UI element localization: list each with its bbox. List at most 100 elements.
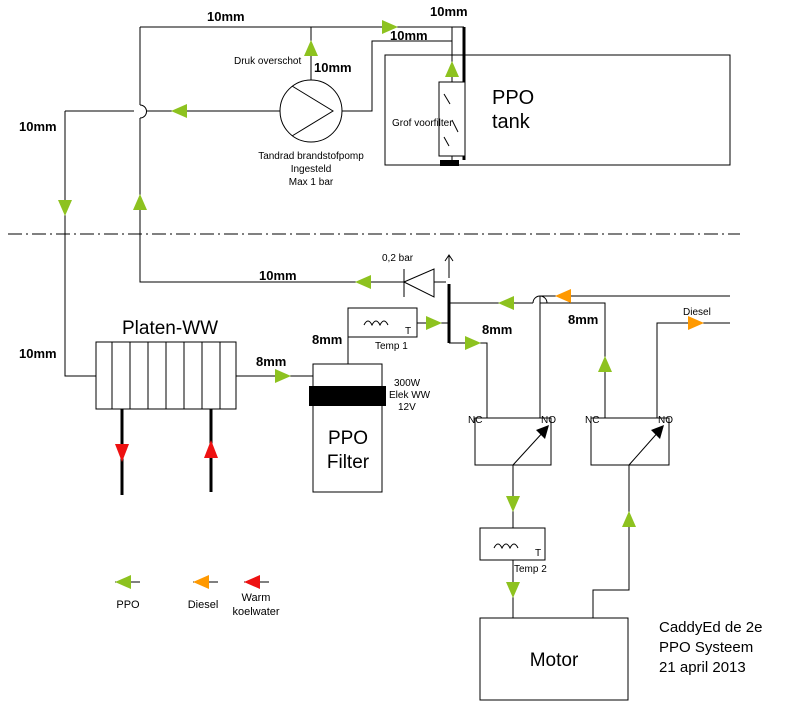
ppo-arrow-motor-return	[622, 511, 636, 527]
label-tank: tank	[492, 111, 531, 133]
label-filter: Filter	[327, 452, 370, 473]
valve2-switch-head	[651, 425, 664, 439]
label-valve2-no: NO	[658, 415, 673, 426]
ppo-arrow-valve1-out	[506, 496, 520, 512]
credit-date: 21 april 2013	[659, 659, 746, 676]
temp1-sensor	[347, 307, 418, 338]
label-right-8mm: 8mm	[568, 312, 598, 327]
flow-arrows	[58, 20, 704, 598]
label-filter-ppo: PPO	[328, 428, 368, 449]
valve1-nc-pipe	[449, 342, 488, 418]
label-valve2-nc: NC	[585, 415, 599, 426]
pump-discharge-pipe	[341, 40, 452, 112]
ppo-arrow-ww	[275, 369, 291, 383]
ppo-arrow-manifold	[465, 336, 481, 350]
warm-arrow-out	[115, 444, 129, 462]
legend-ppo-arrow	[115, 575, 131, 589]
motor	[479, 617, 629, 701]
label-temp2-t: T	[535, 548, 541, 559]
ppo-arrow-pump	[171, 104, 187, 118]
legend-coolant-label: koelwater	[232, 606, 279, 618]
credit-system: PPO Systeem	[659, 639, 753, 656]
diesel-feed-pipe	[656, 322, 730, 418]
valve2-switch	[628, 429, 661, 466]
label-top-10mm: 10mm	[207, 9, 245, 24]
lower-section	[95, 254, 730, 701]
label-topright-10mm: 10mm	[430, 4, 468, 19]
label-pump-max: Max 1 bar	[289, 177, 334, 188]
label-filter-8mm: 8mm	[312, 332, 342, 347]
label-check-valve-bar: 0,2 bar	[382, 253, 414, 264]
valve1-switch	[512, 429, 546, 466]
label-heater-voltage: 12V	[398, 402, 416, 413]
label-motor: Motor	[530, 650, 579, 671]
ppo-arrow-druk	[304, 40, 318, 56]
legend-ppo-label: PPO	[116, 599, 140, 611]
ppo-arrow-left	[58, 200, 72, 216]
label-tank-ppo: PPO	[492, 87, 534, 109]
label-valve1-nc: NC	[468, 415, 482, 426]
label-heater-power: 300W	[394, 378, 421, 389]
temp2-coil	[493, 543, 519, 550]
label-pump-setting: Ingesteld	[291, 164, 332, 175]
ppo-filter	[312, 363, 383, 493]
relief-arrow-icon	[444, 254, 454, 278]
label-tank-in-10mm: 10mm	[390, 28, 428, 43]
label-valve-8mm: 8mm	[482, 322, 512, 337]
left-return-pipe-lower	[139, 118, 404, 283]
valve1-switch-head	[536, 425, 549, 439]
ppo-arrow-checkvalve	[355, 275, 371, 289]
ppo-arrow-valve2	[598, 356, 612, 372]
legend-diesel-label: Diesel	[188, 599, 219, 611]
ppo-arrow-top	[382, 20, 398, 34]
ppo-arrow-return	[133, 194, 147, 210]
check-valve-icon	[402, 268, 435, 298]
label-left-10mm: 10mm	[19, 119, 57, 134]
left-supply-pipe	[64, 111, 96, 377]
pump-chevron	[291, 85, 334, 137]
valve2-nc-pipe	[547, 302, 606, 418]
label-left-low-10mm: 10mm	[19, 346, 57, 361]
ppo-arrow-temp1	[426, 316, 442, 330]
label-pump-name: Tandrad brandstofpomp	[258, 151, 364, 162]
crossover-hop	[139, 104, 147, 119]
legend	[115, 575, 269, 589]
label-heater-type: Elek WW	[389, 390, 431, 401]
prefilter-hatch-3	[443, 136, 450, 147]
label-diesel-line: Diesel	[683, 307, 711, 318]
electric-heater-band	[309, 386, 386, 406]
ppo-tank	[384, 54, 731, 166]
labels: 10mm 10mm 10mm 10mm 10mm 10mm 10mm 8mm 8…	[19, 4, 762, 676]
ppo-arrow-tank	[445, 61, 459, 77]
label-ww-out-8mm: 8mm	[256, 354, 286, 369]
credit-author: CaddyEd de 2e	[659, 619, 762, 636]
prefilter-hatch-2	[451, 119, 459, 133]
warm-arrow-in	[204, 440, 218, 458]
valve1-box	[474, 417, 552, 466]
label-valve1-no: NO	[541, 415, 556, 426]
diesel-return-pipe	[539, 295, 730, 304]
label-plate-ww: Platen-WW	[122, 318, 218, 339]
label-temp1-t: T	[405, 326, 411, 337]
prefilter-hatch-1	[443, 93, 451, 105]
plate-dividers	[111, 342, 221, 409]
ppo-arrow-temp2-out	[506, 582, 520, 598]
temp1-coil	[363, 320, 389, 327]
label-temp2: Temp 2	[514, 564, 547, 575]
ppo-arrow-diesel-line	[498, 296, 514, 310]
label-coarse-prefilter: Grof voorfilter	[392, 118, 453, 129]
motor-return-pipe	[592, 465, 630, 618]
label-temp1: Temp 1	[375, 341, 408, 352]
legend-warm-arrow	[244, 575, 260, 589]
legend-diesel-arrow	[193, 575, 209, 589]
valve2-box	[590, 417, 670, 466]
label-pump-out-10mm: 10mm	[314, 60, 352, 75]
label-druk-overschot: Druk overschot	[234, 56, 301, 67]
legend-warm-label: Warm	[242, 592, 271, 604]
diesel-arrow-return	[555, 289, 571, 303]
prefilter-base	[440, 160, 459, 166]
coarse-prefilter	[438, 81, 466, 157]
diesel-arrow-feed	[688, 316, 704, 330]
label-return-10mm: 10mm	[259, 268, 297, 283]
